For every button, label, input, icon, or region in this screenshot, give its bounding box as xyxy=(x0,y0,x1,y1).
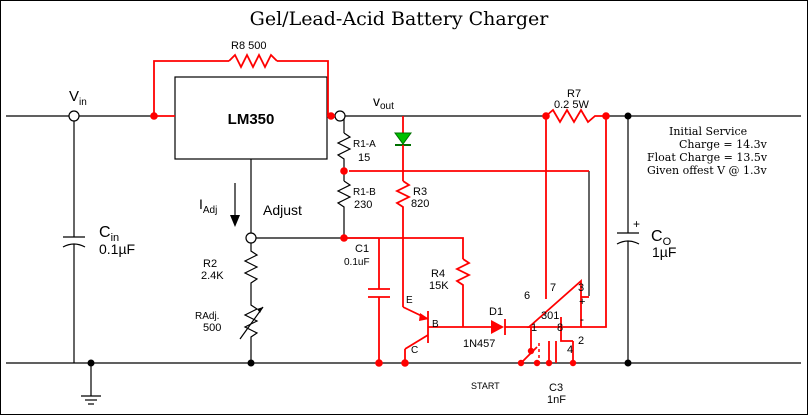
co-label: CO xyxy=(651,228,672,248)
r3-label: R3 xyxy=(413,186,427,198)
pin-4: 4 xyxy=(567,344,573,356)
gnd-node-3 xyxy=(624,359,632,367)
note-line-1: Initial Service xyxy=(669,125,747,138)
r1b-resistor xyxy=(336,180,352,238)
d1-value: 1N457 xyxy=(463,338,495,350)
gnd-node-1 xyxy=(87,359,95,367)
iadj-arrow-head xyxy=(230,215,240,227)
opamp-label: 301 xyxy=(541,310,559,322)
node-r8-left xyxy=(150,112,158,120)
pin8-wire xyxy=(560,317,573,342)
r1b-value: 230 xyxy=(354,199,372,211)
opamp-301 xyxy=(526,279,582,328)
note-line-4: Given offest V @ 1.3v xyxy=(647,164,768,177)
node-r1-mid xyxy=(340,167,348,175)
note-line-3: Float Charge = 13.5v xyxy=(647,151,768,164)
gnd-node-2 xyxy=(247,359,255,367)
c1-label: C1 xyxy=(355,243,369,255)
node-r7-left xyxy=(542,112,550,120)
c1-value: 0.1uF xyxy=(344,257,370,268)
radj-label: RAdj. xyxy=(195,311,219,322)
vout-node xyxy=(334,110,346,122)
led-icon xyxy=(394,132,412,145)
node-r7-right xyxy=(602,112,610,120)
r3-value: 820 xyxy=(411,198,429,210)
r1b-label: R1-B xyxy=(353,187,376,198)
node-start xyxy=(517,359,525,367)
r1a-value: 15 xyxy=(358,152,370,164)
note-line-2: Charge = 14.3v xyxy=(679,138,768,151)
transistor-b: B xyxy=(432,319,439,330)
r4-value: 15K xyxy=(429,280,449,292)
node-start-top xyxy=(527,347,535,355)
node-c3-right xyxy=(569,359,577,367)
vin-label: Vin xyxy=(69,88,87,108)
transistor-c: C xyxy=(411,345,418,356)
adjust-label: Adjust xyxy=(263,202,302,218)
r8-wire-left xyxy=(153,60,229,116)
node-r8-right xyxy=(327,112,335,120)
transistor-arrow xyxy=(419,313,429,321)
pin-7: 7 xyxy=(550,282,556,294)
pin-3: 3 xyxy=(578,282,584,294)
start-switch-lever xyxy=(520,346,538,364)
pin2-wire xyxy=(581,116,607,328)
pin-8: 8 xyxy=(557,322,563,334)
start-label: START xyxy=(471,381,500,391)
co-node xyxy=(624,112,632,120)
transistor-e: E xyxy=(406,295,413,306)
co-value: 1µF xyxy=(652,244,676,260)
r1a-label: R1-A xyxy=(353,139,376,150)
cin-label: Cin xyxy=(99,224,119,244)
transistor-collector xyxy=(404,334,429,350)
adjust-node xyxy=(245,232,257,244)
co-polarity: + xyxy=(633,217,640,231)
opamp-minus: - xyxy=(580,312,584,326)
iadj-label: IAdj xyxy=(199,196,217,216)
radj-arrow-head xyxy=(257,307,263,313)
r7-value: 0.2 5W xyxy=(554,99,589,111)
r7-resistor xyxy=(545,108,606,124)
vout-label: vout xyxy=(373,93,394,112)
opamp-plus: + xyxy=(579,296,585,308)
d1-diode xyxy=(491,320,504,334)
r1a-resistor xyxy=(336,132,352,169)
pin-1: 1 xyxy=(531,322,537,334)
r2-label: R2 xyxy=(203,258,217,270)
radj-value: 500 xyxy=(203,322,221,334)
node-c3-mid xyxy=(545,359,553,367)
cin-value: 0.1µF xyxy=(99,241,135,257)
vin-node xyxy=(68,110,80,122)
radj-arrow xyxy=(239,306,264,340)
r8-label: R8 500 xyxy=(231,40,266,52)
r2-value: 2.4K xyxy=(201,270,224,282)
lm350-label: LM350 xyxy=(228,111,275,128)
c3-label: C3 xyxy=(549,382,563,394)
r4-label: R4 xyxy=(431,268,445,280)
r8-wire-right xyxy=(277,60,329,116)
c3-value: 1nF xyxy=(547,394,566,406)
node-adjust-red xyxy=(340,234,348,242)
pin-2: 2 xyxy=(578,335,584,347)
r4-resistor xyxy=(454,258,472,293)
diagram-title: Gel/Lead-Acid Battery Charger xyxy=(250,8,550,30)
r2-resistor xyxy=(243,241,259,297)
r8-resistor xyxy=(228,52,278,70)
r4-wire-top xyxy=(344,237,464,259)
node-c3-left xyxy=(533,359,541,367)
radj-resistor xyxy=(243,297,259,363)
r7-label: R7 xyxy=(567,88,581,100)
node-c1-gnd xyxy=(375,359,383,367)
node-collector-gnd xyxy=(401,359,409,367)
d1-label: D1 xyxy=(489,306,503,318)
r3-resistor xyxy=(394,180,412,215)
pin-6: 6 xyxy=(524,290,530,302)
